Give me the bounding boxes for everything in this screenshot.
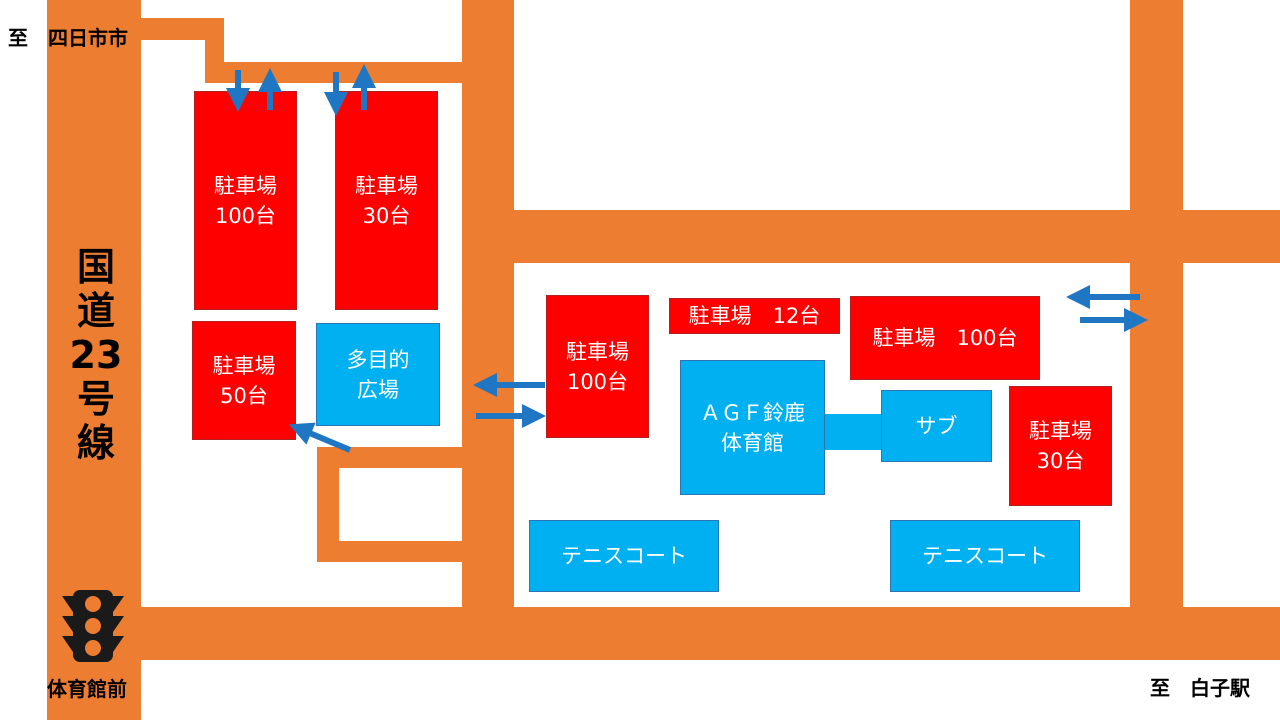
sub-gymnasium[interactable]: サブ bbox=[881, 390, 992, 462]
parking-lot-east-100[interactable]: 駐車場 100台 bbox=[850, 296, 1040, 380]
parking-lot-east-30[interactable]: 駐車場 30台 bbox=[1009, 386, 1112, 506]
road-center-vertical bbox=[462, 0, 514, 607]
arrow-icon bbox=[288, 422, 352, 453]
direction-label-yokkaichi: 至 四日市市 bbox=[8, 26, 128, 50]
parking-lot-north-100[interactable]: 駐車場 100台 bbox=[194, 91, 297, 310]
road-loop-left bbox=[317, 447, 339, 562]
connector-gym-to-sub bbox=[823, 414, 883, 450]
agf-suzuka-gymnasium[interactable]: ＡＧＦ鈴鹿 体育館 bbox=[680, 360, 825, 495]
road-top-left-stub bbox=[141, 18, 224, 40]
road-bottom-horizontal bbox=[141, 607, 1280, 660]
road-loop-top bbox=[317, 447, 462, 468]
parking-lot-center-100[interactable]: 駐車場 100台 bbox=[546, 295, 649, 438]
highway-label: 国 道 23 号 線 bbox=[69, 245, 123, 465]
parking-lot-west-50[interactable]: 駐車場 50台 bbox=[192, 321, 296, 440]
tennis-court-east[interactable]: テニスコート bbox=[890, 520, 1080, 592]
parking-lot-center-12[interactable]: 駐車場 12台 bbox=[669, 298, 840, 334]
road-right-vertical bbox=[1130, 0, 1183, 607]
road-loop-bottom bbox=[317, 541, 462, 562]
tennis-court-west[interactable]: テニスコート bbox=[529, 520, 719, 592]
intersection-label: 体育館前 bbox=[47, 677, 127, 701]
multipurpose-plaza[interactable]: 多目的 広場 bbox=[316, 323, 440, 426]
parking-lot-north-30[interactable]: 駐車場 30台 bbox=[335, 91, 438, 310]
direction-label-shiroko: 至 白子駅 bbox=[1150, 676, 1250, 700]
